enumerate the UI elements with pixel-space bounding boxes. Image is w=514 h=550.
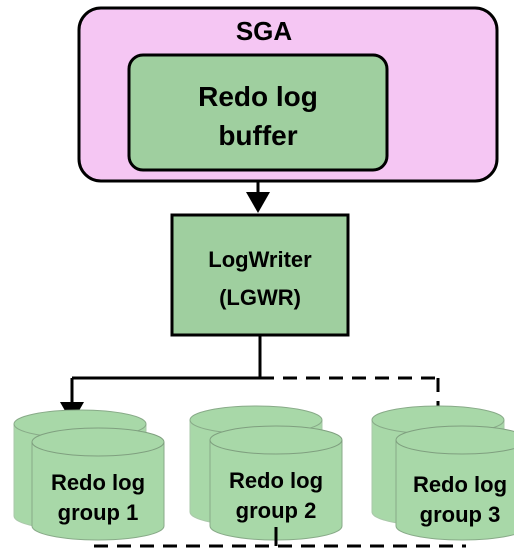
- lgwr-label-line1: LogWriter: [208, 247, 312, 272]
- redo-log-group-2: Redo log group 2: [189, 405, 343, 541]
- group-2-label-line2: group 2: [236, 498, 317, 523]
- group-3-label-line2: group 3: [420, 502, 501, 527]
- group-2-label-line1: Redo log: [229, 468, 323, 493]
- buffer-label-line1: Redo log: [198, 81, 318, 112]
- buffer-label-line2: buffer: [218, 120, 297, 151]
- lgwr-label-line2: (LGWR): [219, 285, 301, 310]
- redo-log-group-1: Redo log group 1: [13, 409, 165, 541]
- group-1-label-line1: Redo log: [51, 470, 145, 495]
- group-1-label-line2: group 1: [58, 500, 139, 525]
- group-3-label-line1: Redo log: [413, 472, 507, 497]
- lgwr-box: LogWriter (LGWR): [170, 213, 350, 337]
- redo-log-group-3: Redo log group 3: [371, 405, 514, 541]
- sga-title: SGA: [236, 16, 293, 46]
- dashed-connector-bottom: [94, 527, 466, 548]
- redo-log-buffer-box: Redo log buffer: [127, 53, 389, 172]
